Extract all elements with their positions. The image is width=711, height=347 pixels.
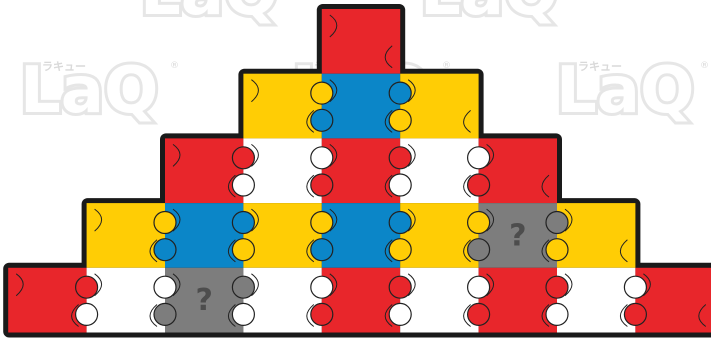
tile-knob — [76, 276, 98, 298]
tile-knob — [311, 147, 333, 169]
puzzle-tile-red — [635, 268, 711, 333]
laq-watermark-logo: LaQ — [140, 0, 278, 30]
tile-knob — [546, 276, 568, 298]
tile-knob — [546, 239, 568, 261]
tile-knob — [232, 239, 254, 261]
tile-knob — [389, 212, 411, 234]
watermark-brand: LaQ — [420, 0, 558, 30]
watermark-brand: LaQ — [140, 0, 278, 30]
watermark-registered: ® — [170, 61, 179, 71]
tile-knob — [154, 212, 176, 234]
tile-knob — [468, 276, 490, 298]
laq-watermark-logo: LaQ — [420, 0, 558, 30]
tile-knob — [389, 147, 411, 169]
tile-knob — [468, 303, 490, 325]
tile-knob — [468, 239, 490, 261]
tile-knob — [232, 147, 254, 169]
tile-knob — [624, 276, 646, 298]
laq-watermark-logo: LaQ ラキュー ® — [556, 54, 709, 128]
watermark-registered: ® — [700, 61, 709, 71]
tile-knob — [154, 239, 176, 261]
tile-knob — [311, 174, 333, 196]
tile-knob — [311, 239, 333, 261]
tile-knob — [624, 303, 646, 325]
tile-knob — [232, 303, 254, 325]
tile-knob — [311, 276, 333, 298]
tile-knob — [311, 212, 333, 234]
unknown-tile-label: ? — [509, 219, 526, 254]
tile-knob — [468, 174, 490, 196]
tile-knob — [389, 276, 411, 298]
tile-knob — [311, 303, 333, 325]
tile-body — [635, 268, 711, 333]
watermark-brand: LaQ — [20, 54, 158, 128]
tile-knob — [389, 82, 411, 104]
tile-knob — [546, 303, 568, 325]
unknown-tile-label: ? — [195, 283, 212, 318]
tile-knob — [468, 212, 490, 234]
tile-knob — [311, 109, 333, 131]
tile-knob — [232, 276, 254, 298]
tile-knob — [232, 174, 254, 196]
tile-knob — [154, 276, 176, 298]
tile-knob — [389, 109, 411, 131]
watermark-brand: LaQ — [556, 54, 694, 128]
tile-knob — [468, 147, 490, 169]
tile-knob — [311, 82, 333, 104]
watermark-kana: ラキュー — [578, 60, 622, 73]
tile-knob — [546, 212, 568, 234]
tile-knob — [76, 303, 98, 325]
tile-knob — [389, 239, 411, 261]
tile-knob — [154, 303, 176, 325]
laq-watermark-logo: LaQ ラキュー ® — [20, 54, 179, 128]
watermark-kana: ラキュー — [42, 60, 86, 73]
tile-knob — [389, 303, 411, 325]
tile-knob — [389, 174, 411, 196]
tile-knob — [232, 212, 254, 234]
